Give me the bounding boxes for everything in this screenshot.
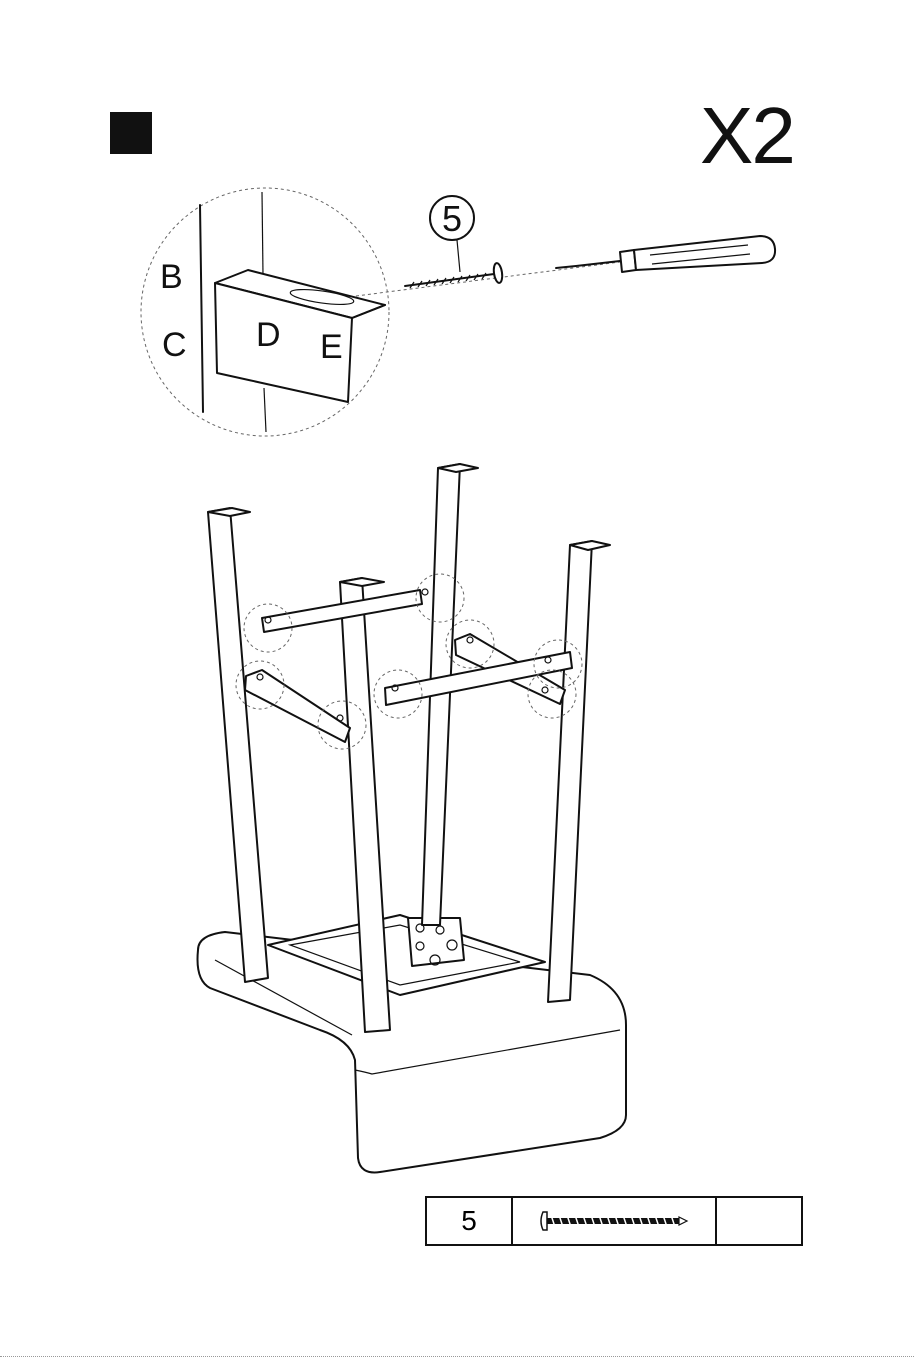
- part-callout: 5: [430, 196, 474, 272]
- screwdriver-icon: [556, 236, 775, 272]
- insertion-guide-line: [356, 262, 620, 296]
- label-d: D: [256, 316, 281, 354]
- inverted-chair: [198, 464, 627, 1172]
- page-bottom-edge: [0, 1356, 914, 1357]
- parts-table-part-number: 5: [427, 1198, 513, 1244]
- parts-table: 5: [425, 1196, 803, 1246]
- label-c: C: [162, 326, 187, 364]
- detail-magnifier: B C D E: [141, 188, 389, 436]
- parts-table-quantity: [717, 1198, 801, 1244]
- callout-number: 5: [442, 198, 462, 239]
- parts-table-screw-cell: [513, 1198, 717, 1244]
- label-e: E: [320, 328, 343, 366]
- screw-icon: [539, 1209, 689, 1233]
- screw-icon: [405, 263, 503, 288]
- label-b: B: [160, 258, 183, 296]
